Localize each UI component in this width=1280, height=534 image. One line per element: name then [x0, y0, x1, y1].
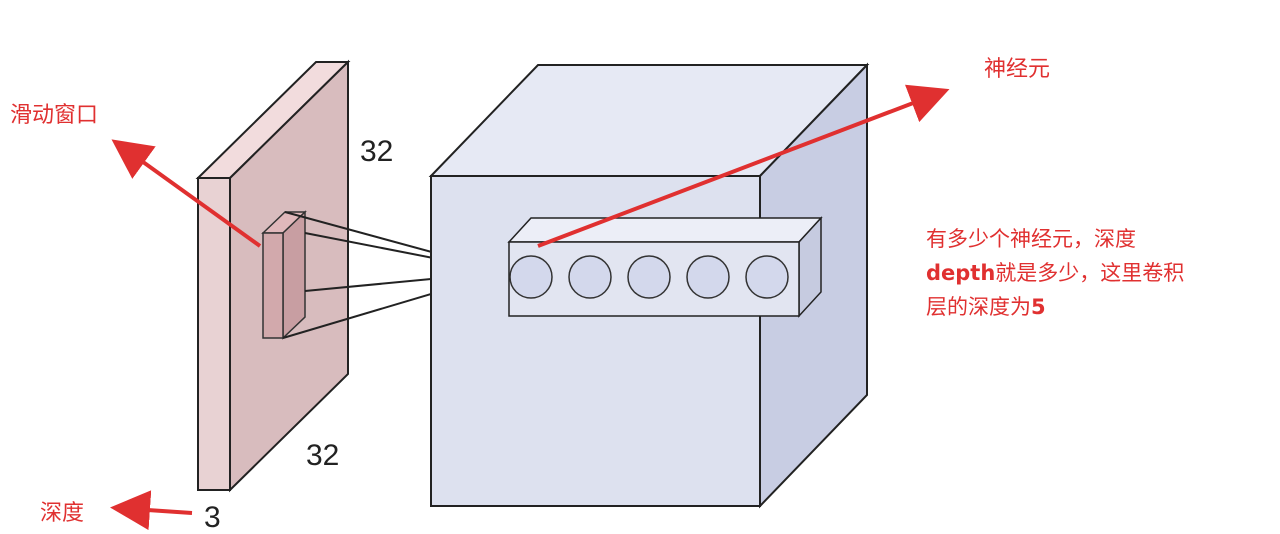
note-line-2: depth就是多少，这里卷积 [926, 256, 1271, 290]
input-width-label: 32 [306, 439, 339, 472]
input-height-label: 32 [360, 135, 393, 168]
note-depth-value: 5 [1031, 295, 1046, 319]
neuron-circle [745, 255, 789, 299]
neuron-label: 神经元 [984, 57, 1050, 82]
sliding-window-label: 滑动窗口 [10, 103, 98, 128]
neuron-circles [509, 255, 789, 299]
annotation-arrows [110, 84, 950, 531]
sliding-window-arrow [111, 139, 262, 248]
input-depth-label: 3 [204, 501, 221, 534]
input-volume-front [197, 177, 231, 491]
note-line-3: 层的深度为5 [926, 290, 1271, 324]
neuron-circle [568, 255, 612, 299]
note-line-2-rest: 就是多少，这里卷积 [995, 261, 1185, 285]
depth-arrow [110, 490, 193, 531]
neuron-arrow [537, 84, 950, 248]
neuron-circle [509, 255, 553, 299]
note-depth-term: depth [926, 261, 996, 285]
sliding-window-box [261, 210, 307, 340]
conv-layer-cube [428, 62, 870, 509]
note-line-1: 有多少个神经元，深度 [926, 227, 1136, 251]
depth-label: 深度 [40, 501, 84, 526]
depth-explanation-note: 有多少个神经元，深度 depth就是多少，这里卷积 层的深度为5 [926, 222, 1271, 324]
note-line-3-prefix: 层的深度为 [926, 295, 1031, 319]
neuron-circle [627, 255, 671, 299]
neuron-circle [686, 255, 730, 299]
